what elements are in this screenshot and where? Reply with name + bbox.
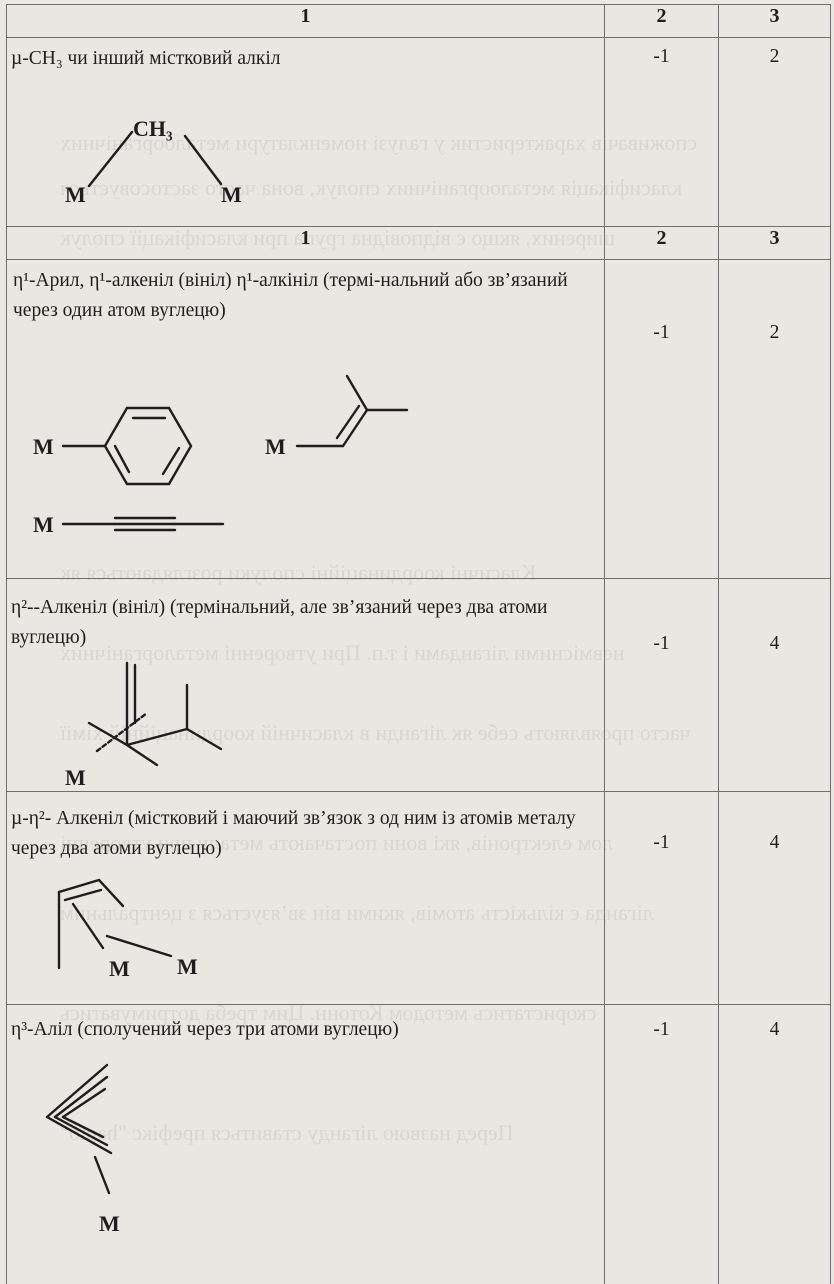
table-row: η²--Алкеніл (вініл) (термінальний, але з… xyxy=(6,578,831,792)
ligand-cell: µ-CH₃ чи інший містковий алкіл M CH₃ M xyxy=(6,37,605,227)
ligand-label: µ-CH₃ чи інший містковий алкіл xyxy=(11,48,281,69)
ligand-cell: η³-Аліл (сполучений через три атоми вугл… xyxy=(6,1004,605,1284)
ligand-cell: η²--Алкеніл (вініл) (термінальний, але з… xyxy=(6,578,605,792)
value-cell: 2 xyxy=(718,259,831,579)
table-row: η¹-Арил, η¹-алкеніл (вініл) η¹-алкініл (… xyxy=(6,259,831,579)
ligand-label: η¹-Арил, η¹-алкеніл (вініл) η¹-алкініл (… xyxy=(13,270,568,321)
structure-label: M xyxy=(265,434,286,459)
structure-label: CH₃ xyxy=(133,116,173,141)
value-cell: -1 xyxy=(604,791,719,1005)
bridging-methyl-structure: M CH₃ M xyxy=(65,116,242,207)
table-row: η³-Аліл (сполучений через три атоми вугл… xyxy=(6,1004,831,1284)
header-cell: 1 xyxy=(6,4,605,38)
value-cell: -1 xyxy=(604,578,719,792)
ligand-table: 1 2 3 µ-CH₃ чи інший містковий алкіл M C… xyxy=(6,4,831,1284)
structure-label: M xyxy=(33,512,54,537)
value-cell: 4 xyxy=(718,791,831,1005)
eta1-structures: M M M xyxy=(33,374,409,537)
value-cell: 4 xyxy=(718,1004,831,1284)
structure-label: M xyxy=(221,182,242,207)
bridging-eta2-alkenyl-structure: M M xyxy=(57,878,198,981)
table-header-row: 1 2 3 xyxy=(6,4,831,38)
value-cell: -1 xyxy=(604,259,719,579)
header-cell: 3 xyxy=(718,226,831,260)
header-cell: 2 xyxy=(604,4,719,38)
value-cell: 2 xyxy=(718,37,831,227)
ligand-label: η²--Алкеніл (вініл) (термінальний, але з… xyxy=(11,597,548,648)
structure-label: M xyxy=(33,434,54,459)
ligand-label: η³-Аліл (сполучений через три атоми вугл… xyxy=(11,1019,399,1040)
value-cell: -1 xyxy=(604,37,719,227)
table-header-row: 1 2 3 xyxy=(6,226,831,260)
structure-label: M xyxy=(177,954,198,979)
structure-label: M xyxy=(109,956,130,981)
ligand-label: µ-η²- Алкеніл (містковий і маючий зв’язо… xyxy=(11,808,576,859)
ligand-cell: µ-η²- Алкеніл (містковий і маючий зв’язо… xyxy=(6,791,605,1005)
header-cell: 1 xyxy=(6,226,605,260)
structure-label: M xyxy=(65,765,86,787)
value-cell: -1 xyxy=(604,1004,719,1284)
eta3-allyl-structure: M xyxy=(45,1063,120,1236)
header-cell: 2 xyxy=(604,226,719,260)
header-cell: 3 xyxy=(718,4,831,38)
eta2-alkenyl-structure: M xyxy=(65,661,223,787)
structure-label: M xyxy=(99,1211,120,1236)
value-cell: 4 xyxy=(718,578,831,792)
structure-label: M xyxy=(65,182,86,207)
table-row: µ-CH₃ чи інший містковий алкіл M CH₃ M -… xyxy=(6,37,831,227)
ligand-cell: η¹-Арил, η¹-алкеніл (вініл) η¹-алкініл (… xyxy=(6,259,605,579)
table-row: µ-η²- Алкеніл (містковий і маючий зв’язо… xyxy=(6,791,831,1005)
